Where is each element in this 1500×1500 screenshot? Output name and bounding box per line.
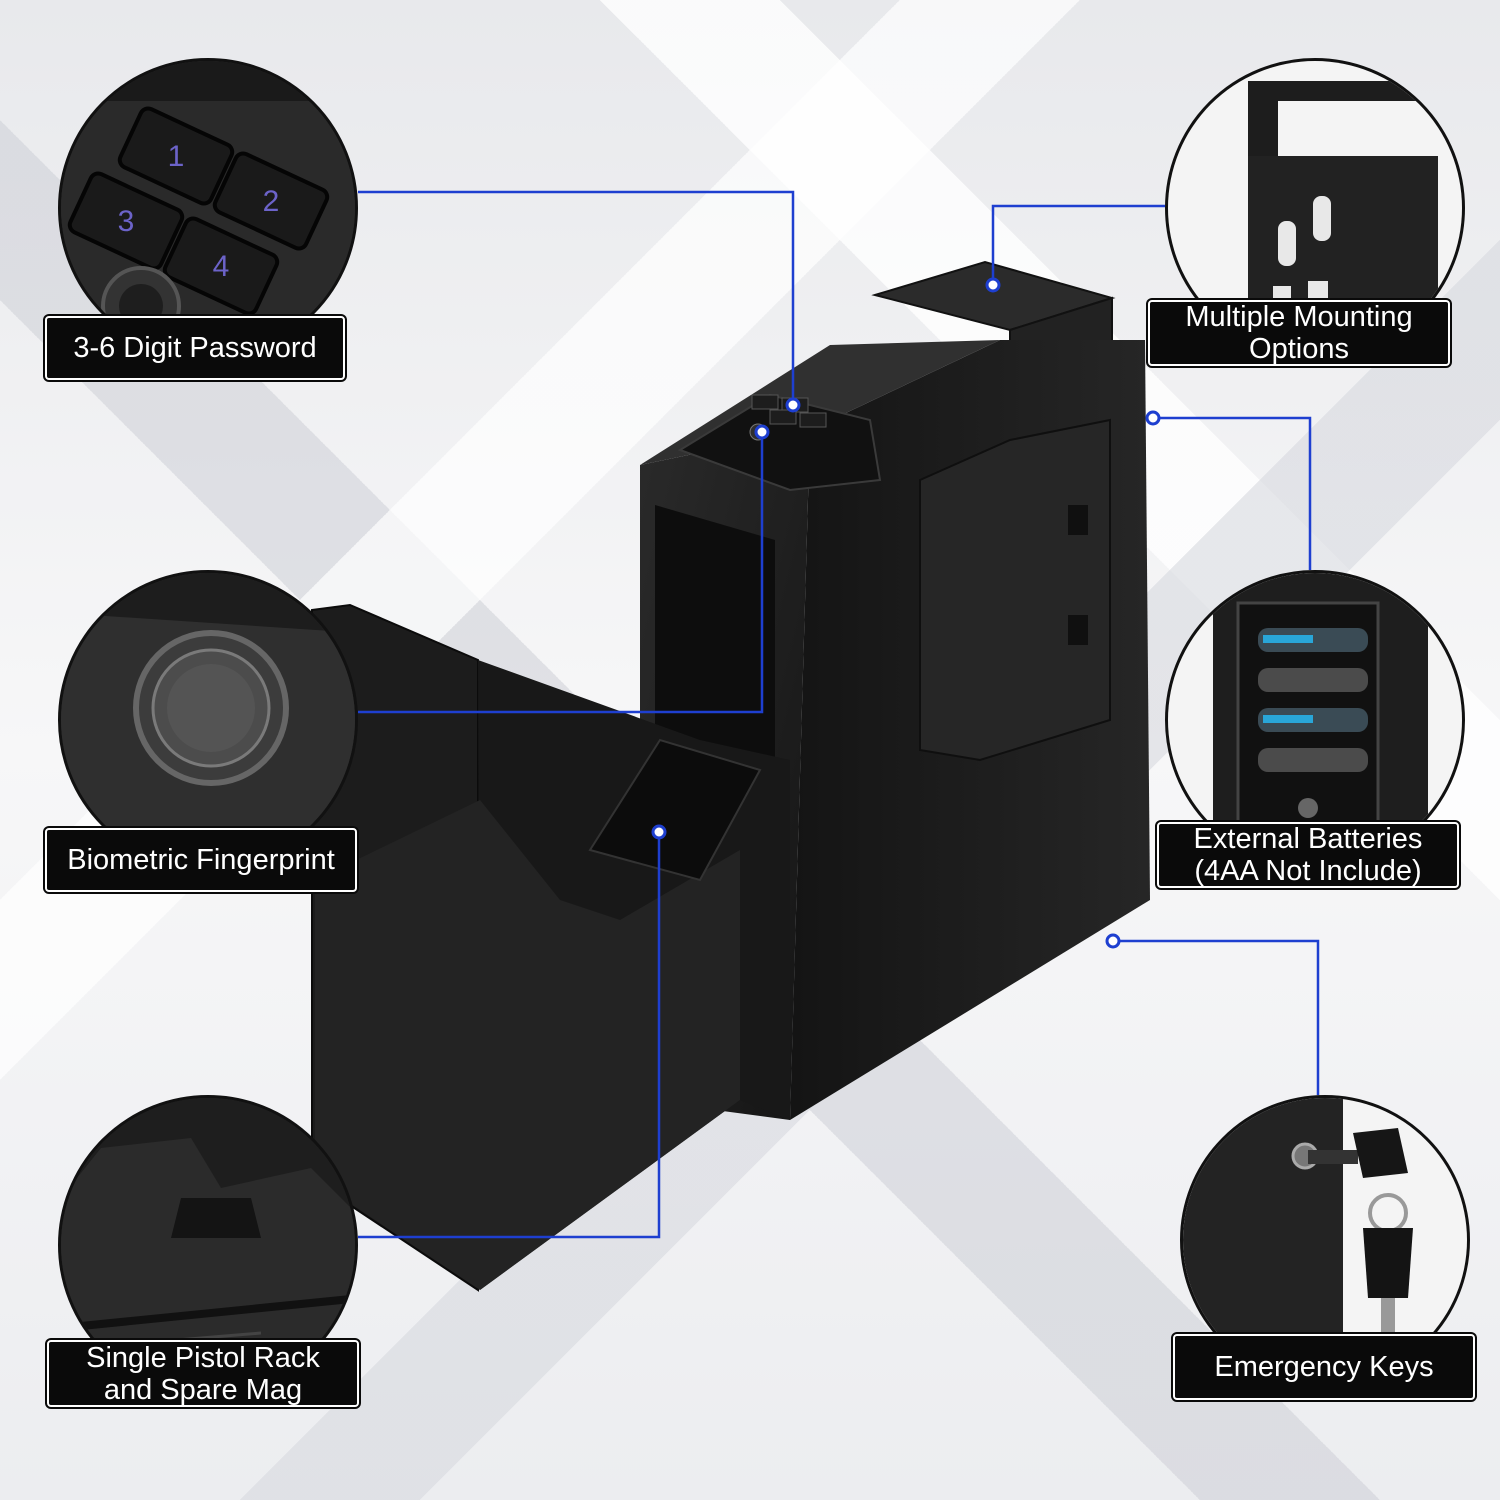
password-label: 3-6 Digit Password xyxy=(45,316,345,380)
rack-leader xyxy=(358,832,661,1239)
fingerprint-label: Biometric Fingerprint xyxy=(45,828,357,892)
batteries-label: External Batteries (4AA Not Include) xyxy=(1157,822,1459,888)
keypad-key-2: 2 xyxy=(212,151,330,251)
batteries-leader xyxy=(1153,416,1312,570)
password-anchor-dot xyxy=(785,397,801,413)
mounting-anchor-dot xyxy=(985,277,1001,293)
keys-anchor-dot xyxy=(1105,933,1121,949)
drawer-front xyxy=(315,800,740,1290)
keypad-key-4: 4 xyxy=(162,216,280,316)
fingerprint-detail-circle xyxy=(58,570,358,870)
fingerprint-leader xyxy=(358,432,764,714)
keys-label: Emergency Keys xyxy=(1173,1334,1475,1400)
magazine-slot xyxy=(588,738,762,882)
fingerprint-anchor-dot xyxy=(754,424,770,440)
mounting-label: Multiple Mounting Options xyxy=(1148,300,1450,366)
password-leader xyxy=(358,190,795,405)
rack-anchor-dot xyxy=(651,824,667,840)
keypad-key-label: 2 xyxy=(263,185,280,218)
keypad-key-label: 3 xyxy=(118,205,135,238)
keypad-key-label: 1 xyxy=(168,140,185,173)
battery-detail-circle xyxy=(1165,570,1465,870)
side-mount-plate xyxy=(919,418,1111,762)
mounting-leader xyxy=(991,204,1165,285)
batteries-anchor-dot xyxy=(1145,410,1161,426)
drawer-opening xyxy=(655,505,775,760)
rack-label: Single Pistol Rack and Spare Mag xyxy=(47,1340,359,1407)
keypad-key-label: 4 xyxy=(213,250,230,283)
keypad-key-1: 1 xyxy=(117,106,235,206)
keypad-detail-circle: 1 2 3 4 xyxy=(58,58,358,358)
keypad-key-3: 3 xyxy=(67,171,185,271)
keys-leader xyxy=(1113,939,1320,1095)
